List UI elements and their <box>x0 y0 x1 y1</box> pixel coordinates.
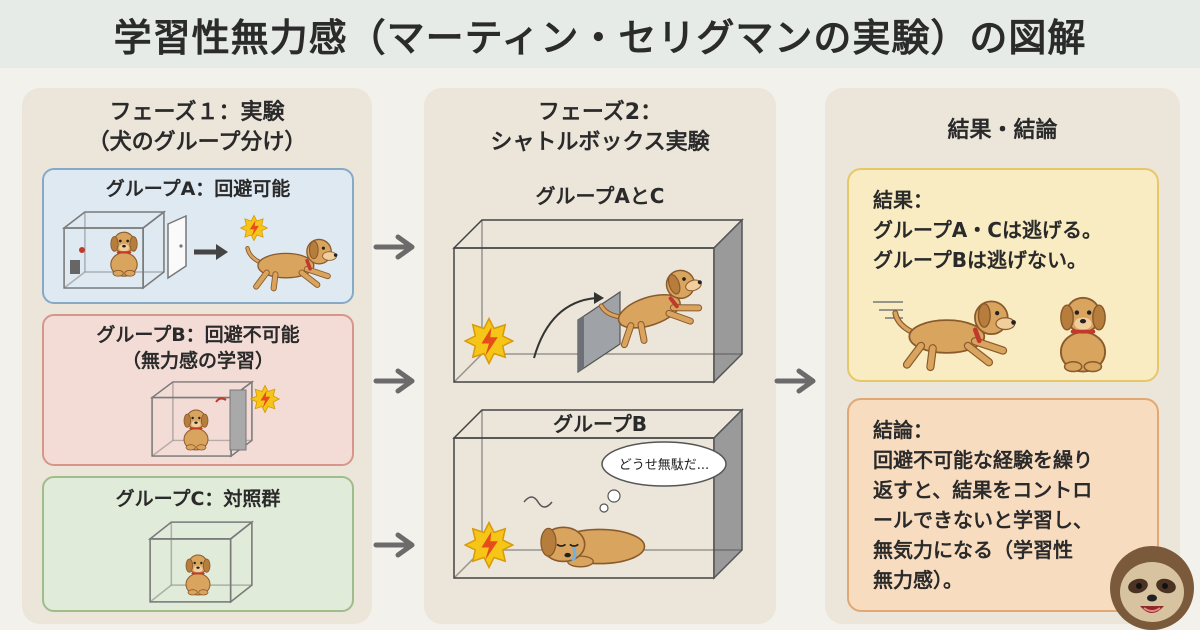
arrow-right-icon <box>373 532 415 558</box>
conclusion-line5: 無力感）。 <box>873 568 963 592</box>
lightning-icon <box>464 317 514 365</box>
arrow-icon <box>194 244 228 260</box>
page-title: 学習性無力感（マーティン・セリグマンの実験）の図解 <box>113 15 1087 60</box>
result-line2: グループBは逃げない。 <box>873 248 1088 272</box>
groupC-illustration <box>149 521 253 603</box>
door-icon <box>167 214 187 280</box>
shuttle-box-AC <box>452 218 744 384</box>
shuttle-box-B: どうせ無駄だ... <box>452 408 744 580</box>
dog-icon <box>185 554 211 596</box>
conclusion-line3: ールできないと学習し、 <box>873 508 1093 532</box>
groupB-illustration <box>151 381 280 457</box>
phase3-title: 結果・結論 <box>947 118 1058 143</box>
conclusion-heading: 結論： <box>873 418 933 442</box>
dog-icon <box>183 409 209 451</box>
phase2-title-line1: フェーズ2： <box>537 100 663 125</box>
thought-bubble-text: どうせ無駄だ... <box>619 458 709 473</box>
barrier <box>577 290 621 374</box>
phase1-panel: フェーズ１：実験 （犬のグループ分け） グループA：回避可能 グループB：回避不… <box>22 88 372 624</box>
groupB-label-line2: （無力感の学習） <box>121 350 274 372</box>
groupB-label-line1: グループB：回避不可能 <box>96 324 300 346</box>
dog-icon <box>110 231 138 277</box>
groupC-label: グループC：対照群 <box>115 488 281 510</box>
groupB-phase2-label: グループB <box>552 412 648 436</box>
conclusion-line4: 無気力になる（学習性 <box>873 538 1073 562</box>
groupB-card: グループB：回避不可能 （無力感の学習） <box>42 314 354 466</box>
result-card: 結果： グループA・Cは逃げる。 グループBは逃げない。 <box>847 168 1159 382</box>
lever-icon <box>70 247 85 274</box>
title-bar: 学習性無力感（マーティン・セリグマンの実験）の図解 <box>0 0 1200 68</box>
lightning-icon <box>464 521 514 569</box>
sigh-icon <box>523 496 553 508</box>
groupA-illustration <box>63 211 356 304</box>
arrow-right-icon <box>373 234 415 260</box>
conclusion-card: 結論： 回避不可能な経験を繰り 返すと、結果をコントロ ールできないと学習し、 … <box>847 398 1159 612</box>
dog-icon <box>247 239 337 288</box>
phase3-panel: 結果・結論 結果： グループA・Cは逃げる。 グループBは逃げない。 結論： 回… <box>825 88 1180 624</box>
groupA-card: グループA：回避可能 <box>42 168 354 304</box>
phase1-title-line2: （犬のグループ分け） <box>87 130 307 155</box>
conclusion-line2: 返すと、結果をコントロ <box>873 478 1093 502</box>
phase2-panel: フェーズ2： シャトルボックス実験 グループAとC グループB <box>424 88 776 624</box>
groupAC-label: グループAとC <box>535 184 665 208</box>
phase2-title-line2: シャトルボックス実験 <box>490 130 710 155</box>
lightning-icon <box>240 214 268 242</box>
dog-icon <box>539 525 647 569</box>
arrow-right-icon <box>774 368 816 394</box>
result-illustration <box>873 296 1107 373</box>
groupC-card: グループC：対照群 <box>42 476 354 612</box>
groupA-label: グループA：回避可能 <box>105 178 291 200</box>
dog-icon <box>1059 296 1107 373</box>
result-line1: グループA・Cは逃げる。 <box>873 218 1102 242</box>
arrow-right-icon <box>373 368 415 394</box>
thought-bubble: どうせ無駄だ... <box>599 441 727 513</box>
lightning-icon <box>250 385 280 413</box>
result-heading: 結果： <box>873 188 933 212</box>
conclusion-line1: 回避不可能な経験を繰り <box>873 448 1093 472</box>
sloth-mascot-icon <box>1110 546 1194 630</box>
dog-icon <box>895 301 1016 367</box>
phase1-title-line1: フェーズ１：実験 <box>109 100 285 125</box>
